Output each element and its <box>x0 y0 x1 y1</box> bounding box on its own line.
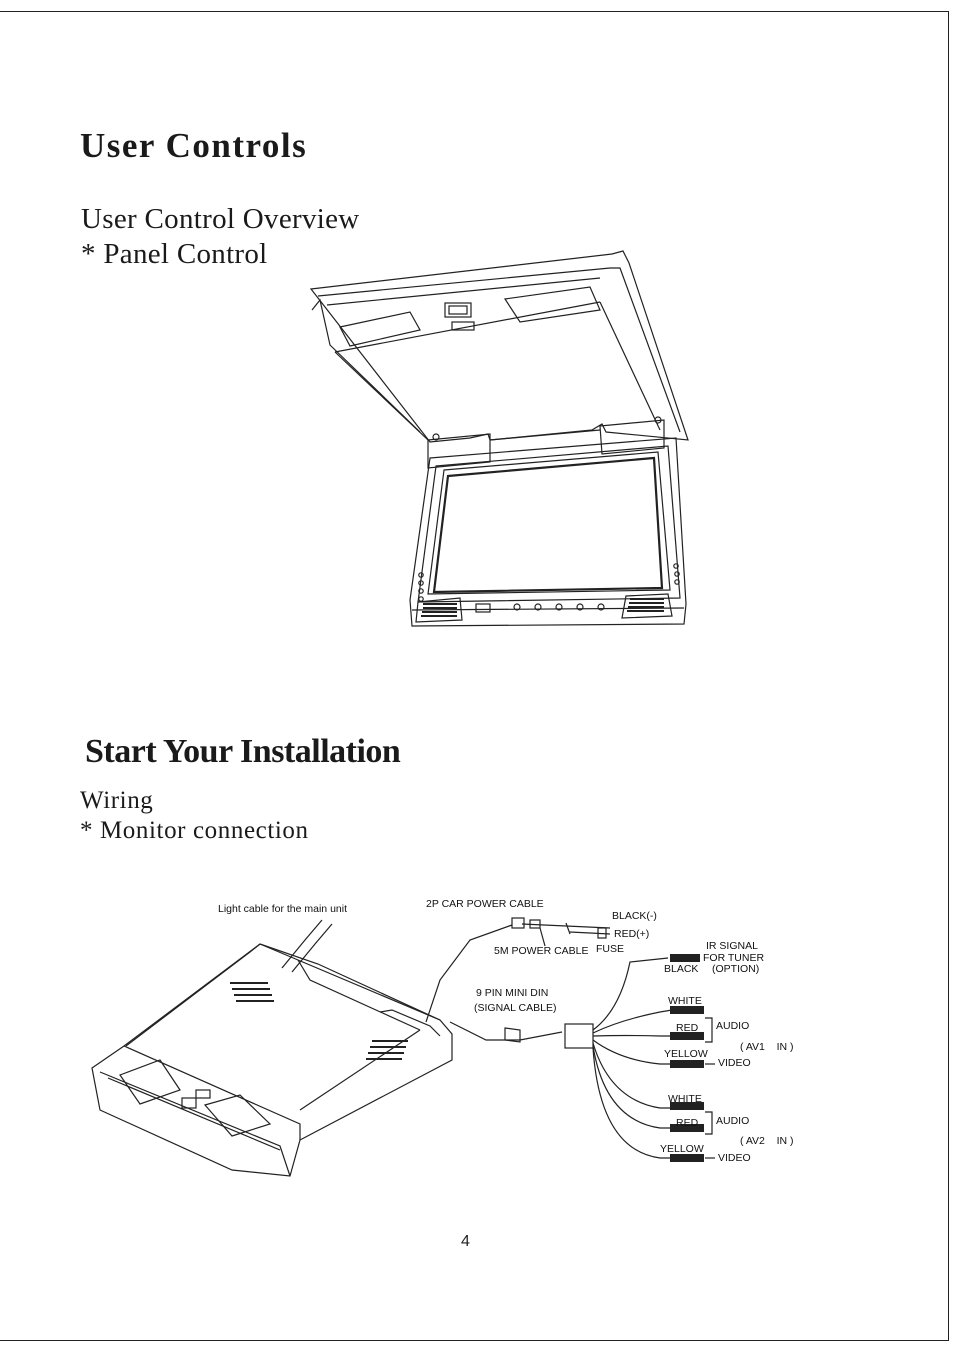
av1-yellow-label: YELLOW <box>664 1048 708 1060</box>
av1-white-label: WHITE <box>668 995 702 1007</box>
page-number: 4 <box>461 1233 470 1250</box>
av1-in-label: ( AV1 IN ) <box>740 1041 793 1053</box>
signal-cable-label: (SIGNAL CABLE) <box>474 1002 556 1014</box>
ir-signal-label: IR SIGNAL <box>706 940 758 952</box>
option-label: (OPTION) <box>712 963 759 975</box>
monitor-connection-item: * Monitor connection <box>80 817 309 844</box>
av2-red-label: RED <box>676 1117 699 1129</box>
red-pos-label: RED(+) <box>614 928 649 940</box>
av2-audio-label: AUDIO <box>716 1115 749 1127</box>
av2-in-label: ( AV2 IN ) <box>740 1135 793 1147</box>
page-border-top <box>0 11 948 12</box>
start-installation-heading: Start Your Installation <box>85 733 401 770</box>
fuse-label: FUSE <box>596 943 624 955</box>
car-power-label: 2P CAR POWER CABLE <box>426 898 544 910</box>
black-neg-label: BLACK(-) <box>612 910 657 922</box>
for-tuner-label: FOR TUNER <box>703 952 764 964</box>
av2-yellow-label: YELLOW <box>660 1143 704 1155</box>
page-border-right <box>948 11 949 1341</box>
power-5m-label: 5M POWER CABLE <box>494 945 589 957</box>
av1-audio-label: AUDIO <box>716 1020 749 1032</box>
av1-video-label: VIDEO <box>718 1057 751 1069</box>
wiring-subtitle: Wiring <box>80 787 154 814</box>
black-ir-label: BLACK <box>664 963 698 975</box>
panel-control-item: * Panel Control <box>81 238 268 270</box>
av2-video-label: VIDEO <box>718 1152 751 1164</box>
av1-red-label: RED <box>676 1022 699 1034</box>
user-controls-heading: User Controls <box>80 126 308 165</box>
wiring-diagram: Light cable for the main unit 2P CAR POW… <box>91 898 793 1177</box>
mini-din-label: 9 PIN MINI DIN <box>476 987 548 999</box>
user-control-overview-subtitle: User Control Overview <box>81 203 360 235</box>
light-cable-label: Light cable for the main unit <box>218 903 347 915</box>
page-border-bottom <box>0 1340 948 1341</box>
panel-control-illustration <box>309 250 689 627</box>
av2-white-label: WHITE <box>668 1093 702 1105</box>
